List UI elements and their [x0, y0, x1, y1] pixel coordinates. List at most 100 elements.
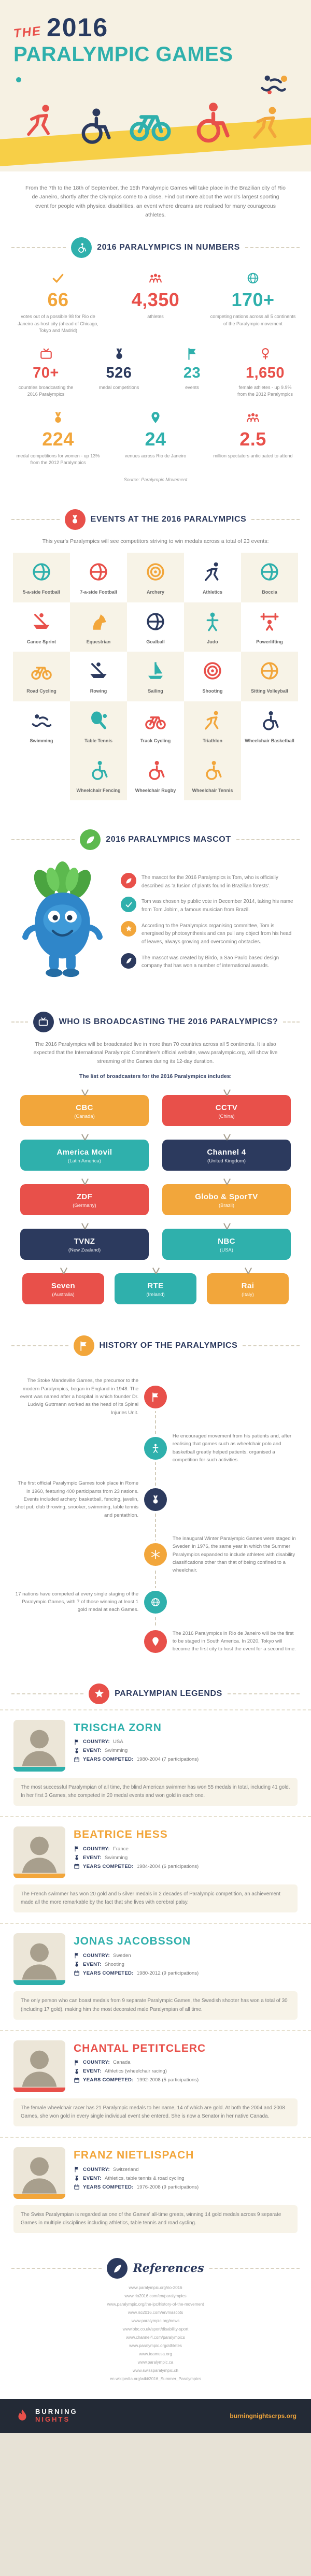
reference-link[interactable]: en.wikipedia.org/wiki/2016_Summer_Paraly… [109, 2377, 202, 2382]
reference-link[interactable]: www.rio2016.com/en/paralympics [124, 2294, 187, 2299]
event-label: Wheelchair Rugby [135, 787, 176, 793]
broadcaster-region: (Australia) [52, 1292, 75, 1298]
reference-link[interactable]: www.paralympic.ca [137, 2360, 174, 2365]
reference-link[interactable]: www.swissparalympic.ch [132, 2368, 179, 2373]
event-pictogram-icon [259, 576, 280, 585]
legends-heading: PARALYMPIAN LEGENDS [115, 1689, 222, 1698]
event-label: Wheelchair Fencing [76, 787, 121, 793]
stat-description: countries broadcasting the 2016 Paralymp… [18, 384, 74, 397]
mascot-fact-text: The mascot for the 2016 Paralympics is T… [142, 875, 278, 889]
event-label: Wheelchair Basketball [245, 738, 294, 744]
portrait-accent-strip [13, 2087, 65, 2092]
event-card: Archery [127, 553, 184, 602]
broadcaster-tv-card: ZDF (Germany) [20, 1184, 149, 1216]
medal-icon [74, 2175, 80, 2181]
legend-years-fact: YEARS COMPETED: 1976-2008 (9 participati… [74, 2184, 298, 2190]
mascot-content: The mascot for the 2016 Paralympics is T… [0, 855, 311, 997]
reference-link[interactable]: www.paralympic.org/athletes [129, 2343, 182, 2349]
stats-row-2: 70+ countries broadcasting the 2016 Para… [0, 339, 311, 402]
event-label: 5-a-side Football [23, 589, 60, 595]
stat-value: 1,650 [245, 364, 285, 381]
medal-icon [74, 1748, 80, 1754]
footer-website-link[interactable]: burningnightscrps.org [230, 2412, 296, 2420]
event-value: Athletics, table tennis & road cycling [104, 2175, 185, 2181]
event-pictogram-icon [88, 774, 109, 783]
divider-dash [11, 1021, 28, 1023]
stat-description: competing nations across all 5 continent… [210, 314, 296, 326]
years-label: YEARS COMPETED: [83, 1970, 134, 1976]
legend-country-fact: COUNTRY: USA [74, 1739, 298, 1745]
event-label: Swimming [30, 738, 53, 744]
portrait-accent-strip [13, 1980, 65, 1985]
reference-link[interactable]: www.bbc.co.uk/sport/disability-sport [122, 2327, 189, 2332]
event-card: Sitting Volleyball [241, 652, 298, 702]
legend-portrait [13, 1933, 65, 1985]
stats-row-3: 224 medal competitions for women - up 13… [0, 402, 311, 471]
reference-link[interactable]: www.rio2016.com/en/mascots [128, 2310, 183, 2315]
event-card: Powerlifting [241, 602, 298, 652]
stat-icon [51, 278, 65, 287]
mascot-fact-text: Tom was chosen by public vote in Decembe… [142, 899, 293, 913]
reference-link[interactable]: www.channel4.com/paralympics [126, 2335, 185, 2340]
divider-dash [283, 1021, 300, 1023]
reference-link[interactable]: www.teamusa.org [139, 2352, 172, 2357]
stat-value: 23 [183, 364, 201, 381]
references-heading: References [133, 2262, 204, 2276]
flag-icon [73, 1335, 94, 1357]
event-label: Athletics [202, 589, 222, 595]
portrait-accent-strip [13, 1874, 65, 1879]
event-pictogram-icon [88, 675, 109, 684]
reference-link[interactable]: www.paralympic.org/the-ipc/history-of-th… [107, 2302, 204, 2307]
legend-name: TRISCHA ZORN [74, 1721, 162, 1734]
legend-event-fact: EVENT: Athletics, table tennis & road cy… [74, 2175, 298, 2181]
legend-facts: COUNTRY: Canada EVENT: Athletics (wheelc… [74, 2060, 298, 2083]
mascot-fact-item: Tom was chosen by public vote in Decembe… [121, 897, 296, 914]
years-label: YEARS COMPETED: [83, 1863, 134, 1869]
numbers-section: 2016 PARALYMPICS IN NUMBERS 66 votes out… [0, 223, 311, 495]
mascot-fact-item: The mascot for the 2016 Paralympics is T… [121, 873, 296, 890]
broadcaster-tv-card: NBC (USA) [162, 1229, 291, 1260]
broadcaster-tv-card: TVNZ (New Zealand) [20, 1229, 149, 1260]
event-card: Judo [184, 602, 241, 652]
mascot-heading: 2016 PARALYMPICS MASCOT [106, 835, 231, 844]
broadcaster-tv-card: RTE (Ireland) [115, 1273, 196, 1305]
references-list: www.paralympic.org/rio-2016 www.rio2016.… [0, 2284, 311, 2399]
tv-icon [33, 1011, 54, 1032]
event-label: Shooting [202, 688, 223, 694]
events-subtext: This year's Paralympics will see competi… [42, 538, 269, 544]
numbers-header: 2016 PARALYMPICS IN NUMBERS [0, 223, 311, 263]
legend-details: FRANZ NIETLISPACH COUNTRY: Switzerland E… [65, 2147, 298, 2199]
divider-dash [236, 839, 300, 841]
avatar-icon [13, 2040, 65, 2092]
event-card: Road Cycling [13, 652, 70, 702]
event-label: Triathlon [203, 738, 222, 744]
event-pictogram-icon [145, 675, 166, 684]
event-card: Triathlon [184, 701, 241, 751]
reference-link[interactable]: www.paralympic.org/news [131, 2319, 180, 2324]
legend-profile: FRANZ NIETLISPACH COUNTRY: Switzerland E… [0, 2137, 311, 2243]
legend-profile: BEATRICE HESS COUNTRY: France EVENT: Swi… [0, 1816, 311, 1923]
broadcaster-name: NBC [218, 1237, 235, 1246]
years-value: 1976-2008 (9 participations) [136, 2184, 199, 2190]
reference-link[interactable]: www.paralympic.org/rio-2016 [129, 2285, 182, 2291]
broadcasters-grid: CBC (Canada) CCTV (China) America Movil … [0, 1080, 311, 1260]
mascot-header: 2016 PARALYMPICS MASCOT [0, 815, 311, 855]
timeline-text: The first official Paralympic Games took… [15, 1480, 139, 1518]
avatar-icon [13, 2147, 65, 2199]
broadcaster-name: Globo & SporTV [195, 1192, 258, 1202]
divider-dash [11, 1693, 84, 1694]
references-header: References [0, 2243, 311, 2284]
legend-description: The female wheelchair racer has 21 Paral… [13, 2098, 298, 2127]
broadcast-header: WHO IS BROADCASTING THE 2016 PARALYMPICS… [0, 997, 311, 1038]
title-year: 2016 [47, 13, 109, 42]
legend-description: The Swiss Paralympian is regarded as one… [13, 2205, 298, 2234]
brand-text: BURNING NIGHTS [35, 2408, 78, 2424]
events-grid: 5-a-side Football 7-a-side Football Arch… [0, 553, 311, 815]
legend-details: BEATRICE HESS COUNTRY: France EVENT: Swi… [65, 1826, 298, 1878]
stat-item: 24 venues across Rio de Janeiro [107, 411, 204, 460]
calendar-icon [74, 2077, 80, 2083]
country-label: COUNTRY: [83, 1952, 110, 1959]
stat-value: 526 [106, 364, 132, 381]
calendar-icon [74, 2184, 80, 2190]
country-value: Switzerland [112, 2166, 139, 2172]
